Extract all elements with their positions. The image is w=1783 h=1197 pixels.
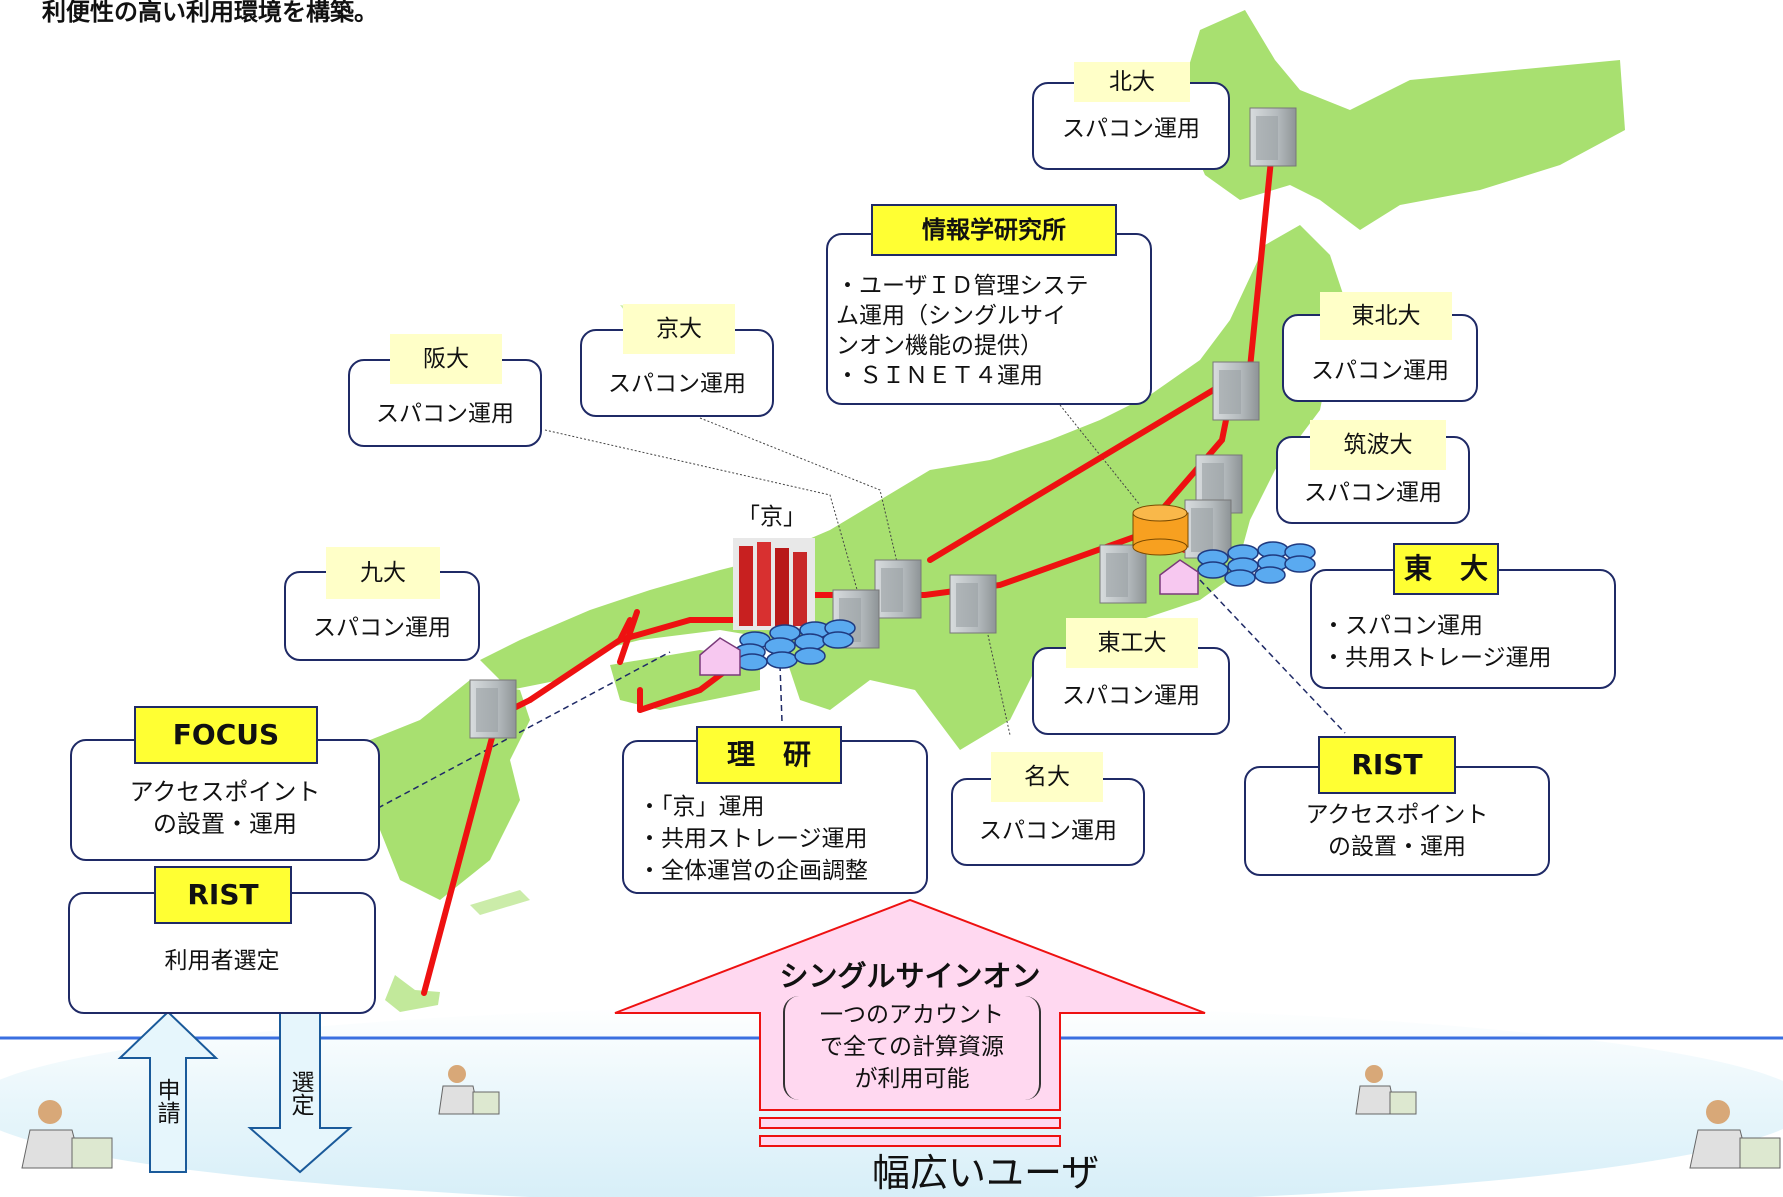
- database-icon: [1132, 504, 1189, 556]
- sso-item-1: 一つのアカウント: [820, 1002, 1004, 1028]
- rist-east-item-2: の設置・運用: [1328, 834, 1466, 860]
- nagoya-label: 名大: [991, 752, 1103, 802]
- riken-item-2: ・共用ストレージ運用: [638, 826, 868, 852]
- hokudai-label: 北大: [1074, 62, 1190, 102]
- server-icons: [469, 107, 1297, 739]
- riken-item-1: ・「京」運用: [638, 794, 765, 820]
- hokudai-desc: スパコン運用: [1062, 116, 1200, 142]
- user-icons: [21, 1065, 1781, 1169]
- nii-box: ・ユーザＩＤ管理システ ム運用（シングルサイ ンオン機能の提供） ・ＳＩＮＥＴ４…: [826, 233, 1152, 405]
- todai-item-1: ・スパコン運用: [1322, 613, 1483, 639]
- nii-item-2: ム運用（シングルサイ: [836, 303, 1066, 329]
- sso-arrow: [614, 898, 1206, 1147]
- sso-title: シングルサインオン: [779, 959, 1041, 993]
- nii-item-4: ・ＳＩＮＥＴ４運用: [836, 363, 1043, 389]
- tohoku-label: 東北大: [1320, 292, 1452, 340]
- kyoto-label: 京大: [623, 304, 735, 354]
- tohoku-desc: スパコン運用: [1311, 358, 1449, 384]
- k-computer-label: 「京」: [737, 504, 806, 530]
- access-point-icons: [699, 559, 1199, 676]
- riken-label: 理 研: [696, 726, 842, 784]
- sso-item-3: が利用可能: [854, 1066, 970, 1092]
- select-label: 選定: [287, 1070, 313, 1116]
- sso-item-2: で全ての計算資源: [820, 1034, 1004, 1060]
- todai-label: 東 大: [1393, 543, 1499, 595]
- todai-box: ・スパコン運用 ・共用ストレージ運用: [1310, 569, 1616, 689]
- osaka-box: スパコン運用: [348, 359, 542, 447]
- apply-arrow: [117, 1010, 219, 1173]
- rist-east-item-1: アクセスポイント: [1305, 802, 1489, 828]
- focus-item-2: の設置・運用: [153, 810, 297, 838]
- connector-lines: [544, 404, 1141, 736]
- apply-label: 申請: [153, 1078, 179, 1124]
- osaka-label: 阪大: [390, 334, 502, 384]
- storage-icons: [734, 541, 1316, 671]
- dashed-connectors: [377, 579, 1346, 809]
- titech-label: 東工大: [1066, 618, 1198, 668]
- rist-east-label: RIST: [1318, 736, 1456, 794]
- kyoto-box: スパコン運用: [580, 329, 774, 417]
- k-computer-image: [733, 538, 815, 630]
- tsukuba-label: 筑波大: [1310, 420, 1446, 470]
- top-caption: 利便性の高い利用環境を構築。: [42, 0, 378, 26]
- kyoto-desc: スパコン運用: [608, 371, 746, 397]
- riken-item-3: ・全体運営の企画調整: [638, 858, 868, 884]
- titech-desc: スパコン運用: [1062, 683, 1200, 709]
- focus-box: アクセスポイント の設置・運用: [70, 739, 380, 861]
- nii-label: 情報学研究所: [871, 204, 1117, 256]
- tsukuba-desc: スパコン運用: [1304, 480, 1442, 506]
- kyushu-desc: スパコン運用: [313, 615, 451, 641]
- focus-item-1: アクセスポイント: [129, 778, 321, 806]
- focus-label: FOCUS: [134, 706, 318, 764]
- select-arrow: [247, 1011, 353, 1174]
- tohoku-box: スパコン運用: [1282, 314, 1478, 402]
- users-label: 幅広いユーザ: [872, 1151, 1100, 1195]
- nii-item-1: ・ユーザＩＤ管理システ: [836, 273, 1089, 299]
- todai-item-2: ・共用ストレージ運用: [1322, 645, 1552, 671]
- kyushu-label: 九大: [326, 547, 440, 599]
- osaka-desc: スパコン運用: [376, 401, 514, 427]
- rist-user-label: RIST: [154, 866, 292, 924]
- nii-item-3: ンオン機能の提供）: [836, 333, 1043, 359]
- nagoya-desc: スパコン運用: [979, 818, 1117, 844]
- sso-bracket-box: 一つのアカウント で全ての計算資源 が利用可能: [783, 996, 1041, 1100]
- rist-user-desc: 利用者選定: [164, 948, 280, 974]
